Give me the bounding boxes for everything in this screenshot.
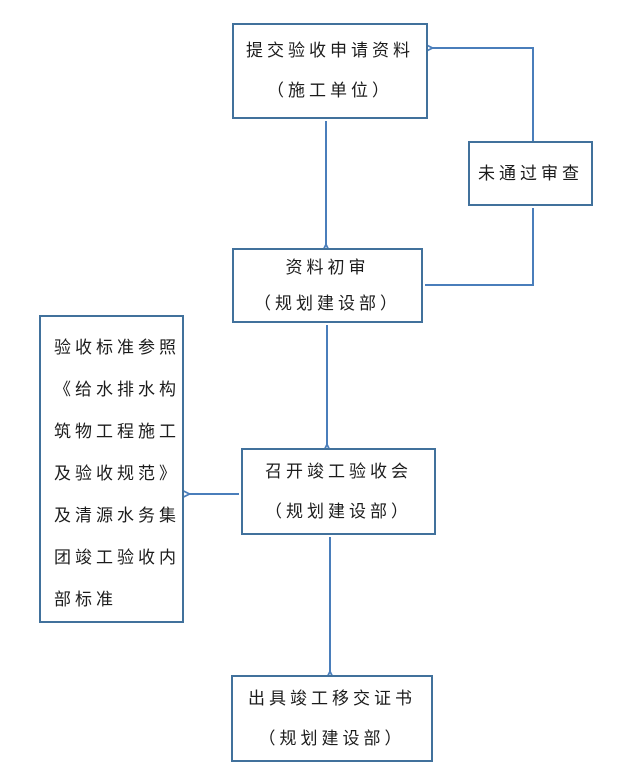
box-text-line: 验收标准参照: [54, 338, 180, 357]
box-text-line: 及验收规范》: [54, 464, 180, 483]
flow-box-acceptance-meeting: 召开竣工验收会 （规划建设部）: [241, 448, 436, 535]
box-text-line: 资料初审: [285, 257, 370, 277]
box-text-line: 未通过审查: [478, 163, 583, 183]
box-text-line: 提交验收申请资料: [246, 41, 414, 60]
flow-box-submit-application: 提交验收申请资料 （施工单位）: [232, 23, 428, 119]
flow-box-preliminary-review: 资料初审 （规划建设部）: [232, 248, 423, 323]
box-text-line: （施工单位）: [267, 81, 393, 100]
box-text-line: （规划建设部）: [258, 728, 406, 748]
box-text-line: 筑物工程施工: [54, 422, 180, 441]
connector-review-to-fail: [425, 208, 534, 286]
box-text-line: 及清源水务集: [54, 506, 180, 525]
flow-box-acceptance-standard: 验收标准参照 《给水排水构 筑物工程施工 及验收规范》 及清源水务集 团竣工验收…: [39, 315, 184, 623]
box-text-line: （规划建设部）: [254, 293, 401, 313]
box-text-line: 《给水排水构: [54, 380, 180, 399]
box-text-line: 召开竣工验收会: [265, 461, 412, 481]
box-text-line: 出具竣工移交证书: [248, 688, 416, 708]
connector-fail-to-submit: [432, 48, 534, 141]
flow-box-handover-certificate: 出具竣工移交证书 （规划建设部）: [231, 675, 433, 762]
box-text-line: 团竣工验收内: [54, 548, 180, 567]
box-text-line: （规划建设部）: [265, 501, 412, 521]
box-text-line: 部标准: [54, 590, 117, 609]
flow-box-review-failed: 未通过审查: [468, 141, 593, 206]
